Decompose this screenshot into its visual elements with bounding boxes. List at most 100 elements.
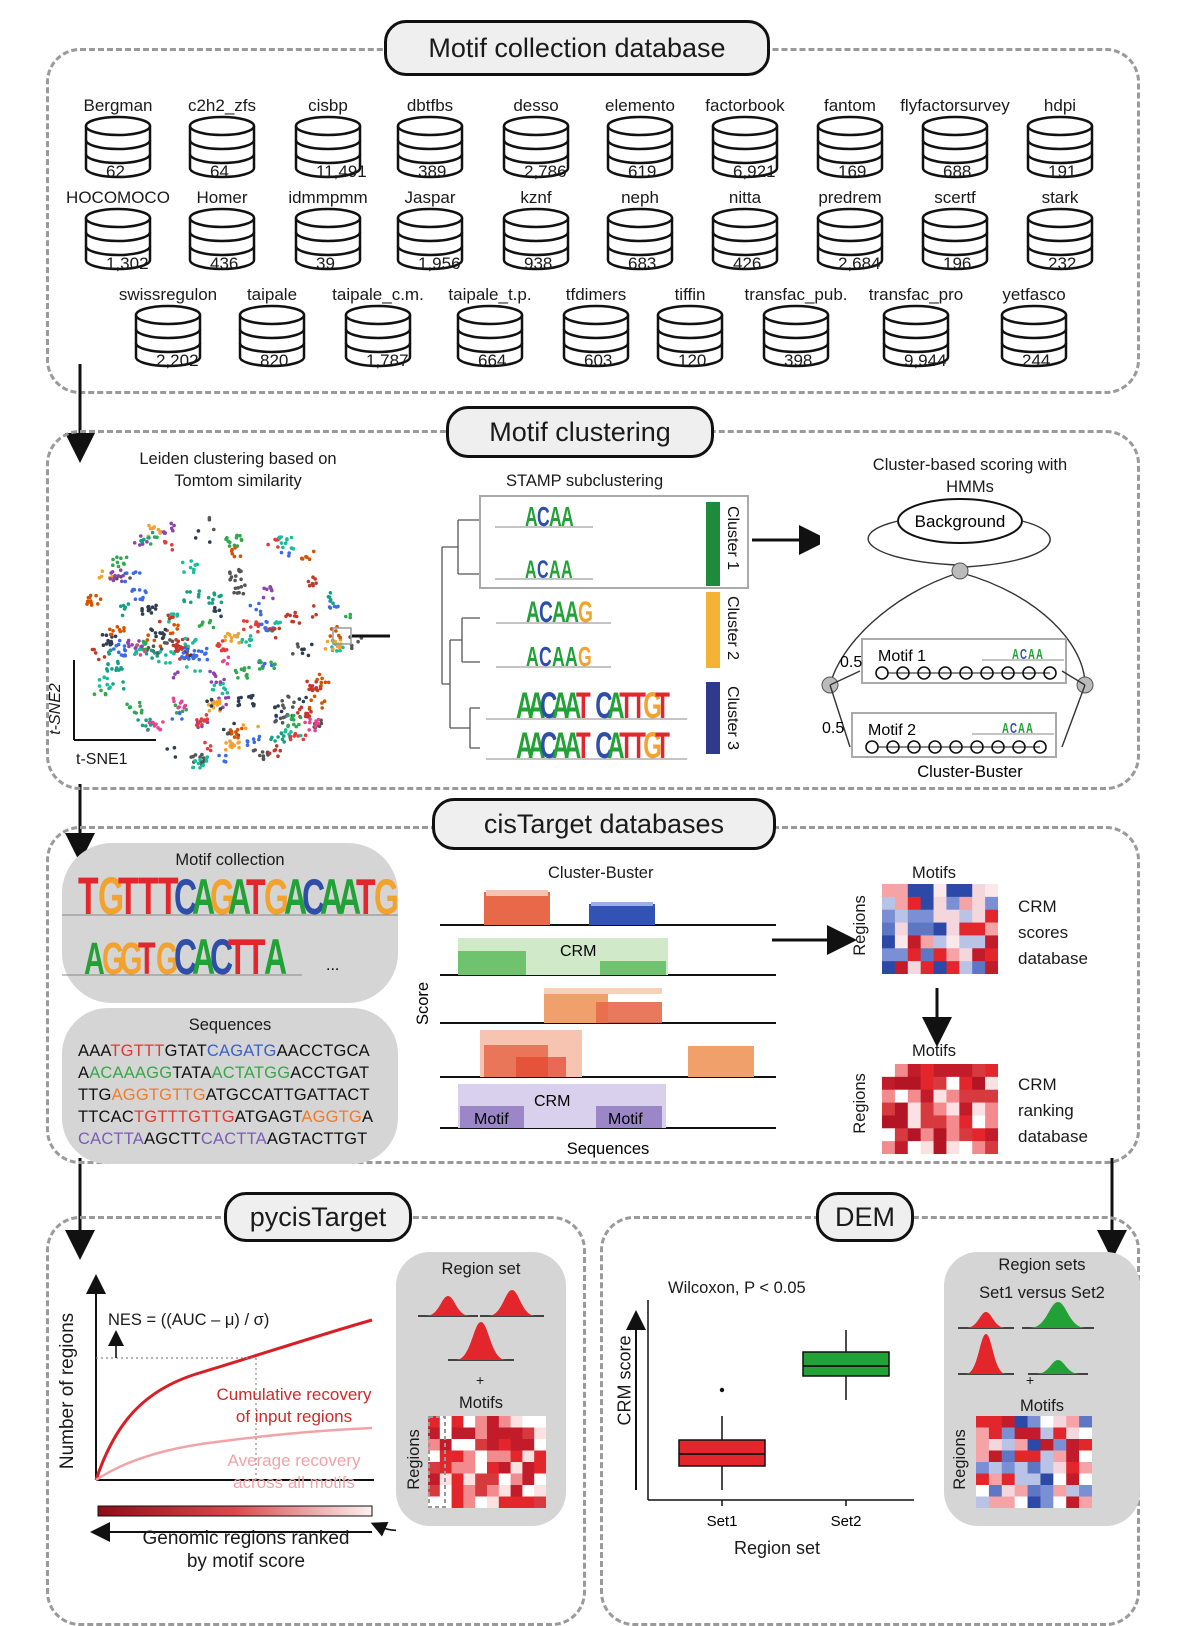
tsne-point bbox=[205, 657, 210, 662]
tsne-point bbox=[96, 602, 100, 606]
tsne-point bbox=[119, 604, 123, 608]
motif-collection-header: Motif collection database bbox=[384, 20, 770, 76]
heatmap-cell bbox=[907, 1141, 921, 1154]
tsne-point bbox=[186, 644, 190, 649]
heatmap-cell bbox=[959, 948, 973, 962]
tsne-point bbox=[122, 628, 126, 633]
tsne-point bbox=[145, 540, 149, 544]
heatmap-cell bbox=[1079, 1427, 1092, 1440]
heatmap-cell bbox=[510, 1450, 523, 1463]
tsne-point bbox=[280, 737, 285, 742]
svg-text:G: G bbox=[643, 725, 662, 767]
tsne-point bbox=[223, 760, 228, 764]
tsne-point bbox=[301, 737, 306, 742]
motif-score-bar bbox=[484, 892, 550, 925]
tsne-point bbox=[196, 761, 201, 766]
tsne-point bbox=[169, 526, 174, 531]
tsne-point bbox=[176, 670, 180, 674]
tsne-point bbox=[150, 605, 155, 609]
pyc-regions-label: Regions bbox=[404, 1429, 423, 1490]
heatmap-cell bbox=[439, 1416, 452, 1428]
svg-text:C: C bbox=[595, 725, 612, 767]
svg-text:A: A bbox=[526, 641, 539, 672]
tsne-point bbox=[266, 542, 270, 547]
tsne-point bbox=[331, 647, 335, 652]
heatmap-cell bbox=[1066, 1485, 1080, 1497]
tsne-point bbox=[122, 644, 127, 648]
svg-text:A: A bbox=[528, 725, 545, 767]
tsne-point bbox=[99, 688, 103, 693]
hmm-state bbox=[875, 666, 889, 680]
heatmap-cell bbox=[972, 1064, 986, 1078]
tsne-point bbox=[208, 540, 212, 544]
motif-collection-title: Motif collection bbox=[175, 851, 285, 869]
heatmap-cell bbox=[522, 1485, 535, 1497]
tsne-point bbox=[243, 583, 247, 587]
tsne-point bbox=[236, 696, 241, 700]
tsne-point bbox=[211, 597, 215, 602]
heatmap-cell bbox=[451, 1427, 464, 1440]
tsne-point bbox=[196, 529, 201, 533]
crm-scores-database-label: CRM scores database bbox=[1018, 897, 1088, 968]
heatmap-cell bbox=[522, 1427, 535, 1440]
database-name: yetfasco bbox=[1002, 285, 1066, 304]
tsne-point bbox=[163, 540, 167, 545]
heatmap-cell bbox=[1014, 1450, 1028, 1463]
sequence-segment: ACAAAGG bbox=[89, 1064, 173, 1082]
tsne-point bbox=[206, 595, 211, 600]
tsne-point bbox=[169, 521, 173, 526]
svg-text:A: A bbox=[1036, 646, 1043, 663]
tsne-point bbox=[170, 639, 175, 644]
tsne-point bbox=[127, 644, 131, 649]
tsne-point bbox=[115, 625, 120, 629]
heatmap-cell bbox=[1053, 1485, 1067, 1497]
heatmap-cell bbox=[439, 1485, 452, 1497]
heatmap-cell bbox=[475, 1439, 488, 1451]
tsne-point bbox=[300, 651, 305, 656]
tsne-point bbox=[122, 647, 127, 652]
tsne-point bbox=[212, 701, 216, 706]
tsne-point bbox=[97, 684, 102, 688]
heatmap-cell bbox=[1079, 1439, 1092, 1451]
tsne-point bbox=[171, 643, 176, 648]
svg-text:A: A bbox=[516, 725, 533, 767]
tsne-point bbox=[310, 581, 315, 586]
tsne-point bbox=[168, 631, 173, 636]
tsne-point bbox=[289, 730, 293, 734]
region-set-x-label: Region set bbox=[734, 1538, 821, 1558]
sequence-segment: TATA bbox=[172, 1064, 212, 1082]
heatmap-cell bbox=[985, 1064, 998, 1078]
heatmap-cell bbox=[933, 1128, 947, 1142]
tsne-point bbox=[273, 705, 277, 710]
tsne-point bbox=[158, 644, 163, 648]
svg-text:T: T bbox=[78, 870, 99, 926]
sequences-pill bbox=[62, 1008, 398, 1164]
tsne-point bbox=[280, 721, 285, 725]
heatmap-cell bbox=[976, 1450, 990, 1463]
heatmap-cell bbox=[882, 909, 896, 923]
heatmap-cell bbox=[920, 1089, 934, 1103]
heatmap-cell bbox=[428, 1473, 441, 1486]
heatmap-cell bbox=[933, 1064, 947, 1078]
tsne-point bbox=[140, 608, 144, 613]
heatmap-cell bbox=[959, 961, 973, 974]
database-icon bbox=[606, 207, 674, 271]
tsne-point bbox=[320, 701, 324, 705]
tsne-point bbox=[204, 646, 209, 651]
tsne-point bbox=[176, 623, 180, 628]
motif-box bbox=[596, 1106, 662, 1128]
heatmap-cell bbox=[1053, 1496, 1067, 1508]
svg-text:T: T bbox=[631, 685, 646, 727]
heatmap-cell bbox=[1040, 1496, 1054, 1508]
svg-text:T: T bbox=[576, 685, 591, 727]
heatmap-cell bbox=[428, 1485, 441, 1497]
heatmap-cell bbox=[920, 909, 934, 923]
tsne-point bbox=[291, 619, 296, 624]
database-name: predrem bbox=[818, 188, 882, 207]
tsne-point bbox=[236, 699, 241, 703]
pycistarget-header: pycisTarget bbox=[224, 1192, 412, 1242]
tsne-point bbox=[169, 615, 174, 620]
heatmap-cell bbox=[428, 1462, 441, 1474]
